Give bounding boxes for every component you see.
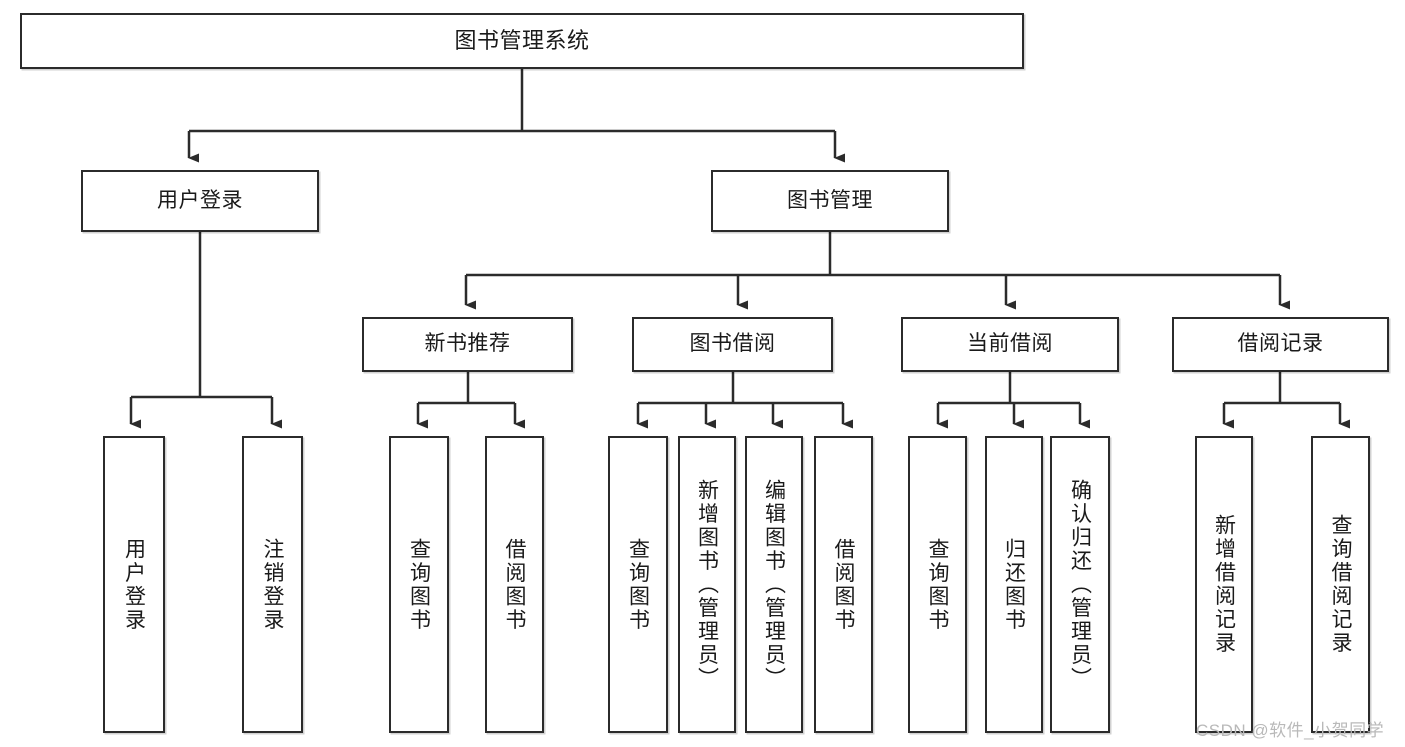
node-leaf-query-borrow-record[interactable]: 查询借阅记录: [1311, 436, 1370, 733]
node-book-borrow[interactable]: 图书借阅: [632, 317, 833, 372]
node-user-login[interactable]: 用户登录: [81, 170, 319, 232]
node-current-borrow-label: 当前借阅: [967, 332, 1053, 356]
node-leaf-borrow-book[interactable]: 借阅图书: [814, 436, 873, 733]
node-leaf-user-logout[interactable]: 注销登录: [242, 436, 303, 733]
node-leaf-user-logout-label: 注销登录: [261, 537, 284, 632]
node-leaf-return-book[interactable]: 归还图书: [985, 436, 1043, 733]
node-book-manage[interactable]: 图书管理: [711, 170, 949, 232]
node-leaf-user-login[interactable]: 用户登录: [103, 436, 165, 733]
node-leaf-query-book-rec-label: 查询图书: [407, 537, 431, 632]
node-leaf-query-book-current-label: 查询图书: [926, 537, 949, 632]
node-leaf-add-borrow-record-label: 新增借阅记录: [1212, 514, 1236, 655]
node-leaf-borrow-book-rec-label: 借阅图书: [503, 537, 526, 632]
node-leaf-return-book-label: 归还图书: [1002, 537, 1026, 632]
csdn-watermark: CSDN @软件_小贺同学: [1196, 721, 1385, 740]
node-leaf-query-book-current[interactable]: 查询图书: [908, 436, 967, 733]
node-leaf-query-book-borrow-label: 查询图书: [626, 537, 650, 632]
node-leaf-confirm-return-admin[interactable]: 确认归还（管理员）: [1050, 436, 1110, 733]
node-leaf-borrow-book-rec[interactable]: 借阅图书: [485, 436, 544, 733]
node-user-login-label: 用户登录: [157, 188, 243, 212]
node-leaf-user-login-label: 用户登录: [122, 537, 146, 632]
node-new-book-rec[interactable]: 新书推荐: [362, 317, 573, 372]
node-leaf-edit-book-admin-label: 编辑图书（管理员）: [762, 478, 786, 691]
node-leaf-query-borrow-record-label: 查询借阅记录: [1329, 514, 1352, 655]
node-book-manage-label: 图书管理: [787, 188, 873, 212]
node-current-borrow[interactable]: 当前借阅: [901, 317, 1119, 372]
node-leaf-add-book-admin[interactable]: 新增图书（管理员）: [678, 436, 736, 733]
node-leaf-query-book-borrow[interactable]: 查询图书: [608, 436, 668, 733]
node-root[interactable]: 图书管理系统: [20, 13, 1024, 69]
node-leaf-add-book-admin-label: 新增图书（管理员）: [695, 478, 719, 691]
node-leaf-query-book-rec[interactable]: 查询图书: [389, 436, 449, 733]
node-borrow-record[interactable]: 借阅记录: [1172, 317, 1389, 372]
node-root-label: 图书管理系统: [454, 28, 590, 54]
node-leaf-add-borrow-record[interactable]: 新增借阅记录: [1195, 436, 1253, 733]
node-book-borrow-label: 图书借阅: [689, 332, 776, 356]
node-borrow-record-label: 借阅记录: [1237, 332, 1324, 356]
node-leaf-borrow-book-label: 借阅图书: [832, 537, 855, 632]
node-leaf-confirm-return-admin-label: 确认归还（管理员）: [1068, 478, 1092, 691]
node-new-book-rec-label: 新书推荐: [424, 332, 511, 356]
node-leaf-edit-book-admin[interactable]: 编辑图书（管理员）: [745, 436, 803, 733]
